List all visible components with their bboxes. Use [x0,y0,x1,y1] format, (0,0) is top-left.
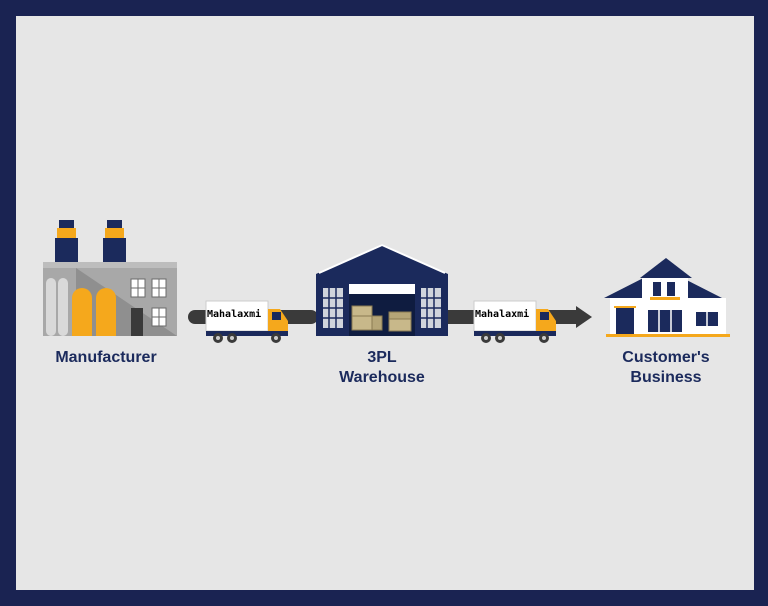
customer-house-icon [604,258,730,337]
supply-chain-scene [43,220,730,343]
customer-business-label: Customer's Business [622,349,710,386]
factory-icon [43,220,177,336]
truck-brand-label: Mahalaxmi [207,309,262,320]
diagram-canvas: Mahalaxmi Mahalaxmi Manufacturer 3PL War… [16,16,754,590]
delivery-truck-icon [473,300,556,343]
delivery-truck-icon [205,300,288,343]
warehouse-label: 3PL Warehouse [339,349,425,386]
truck-brand-label: Mahalaxmi [475,309,530,320]
warehouse-icon [316,243,448,336]
manufacturer-label: Manufacturer [55,349,157,366]
arrow-head-icon [576,306,592,328]
cargo-boxes-icon [351,305,412,332]
